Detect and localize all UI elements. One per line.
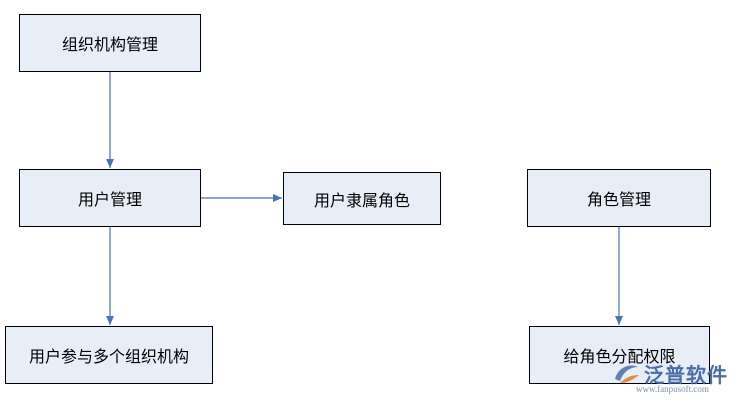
node-label: 用户隶属角色 <box>313 190 410 210</box>
node-label: 给角色分配权限 <box>563 347 676 366</box>
watermark: 泛普软件 www.fanpusoft.com <box>608 357 738 401</box>
brand-logo-icon <box>615 365 639 383</box>
node-label: 用户参与多个组织机构 <box>28 347 189 366</box>
node-label: 角色管理 <box>586 190 651 209</box>
watermark-url: www.fanpusoft.com <box>636 384 709 394</box>
node-user-role-membership: 用户隶属角色 <box>283 172 441 225</box>
node-org-management: 组织机构管理 <box>19 14 201 72</box>
node-label: 组织机构管理 <box>61 35 158 54</box>
node-user-management: 用户管理 <box>19 169 201 227</box>
node-user-multiple-orgs: 用户参与多个组织机构 <box>5 326 213 384</box>
node-role-management: 角色管理 <box>527 169 711 227</box>
node-label: 用户管理 <box>77 190 142 209</box>
watermark-brand: 泛普软件 <box>644 363 728 387</box>
